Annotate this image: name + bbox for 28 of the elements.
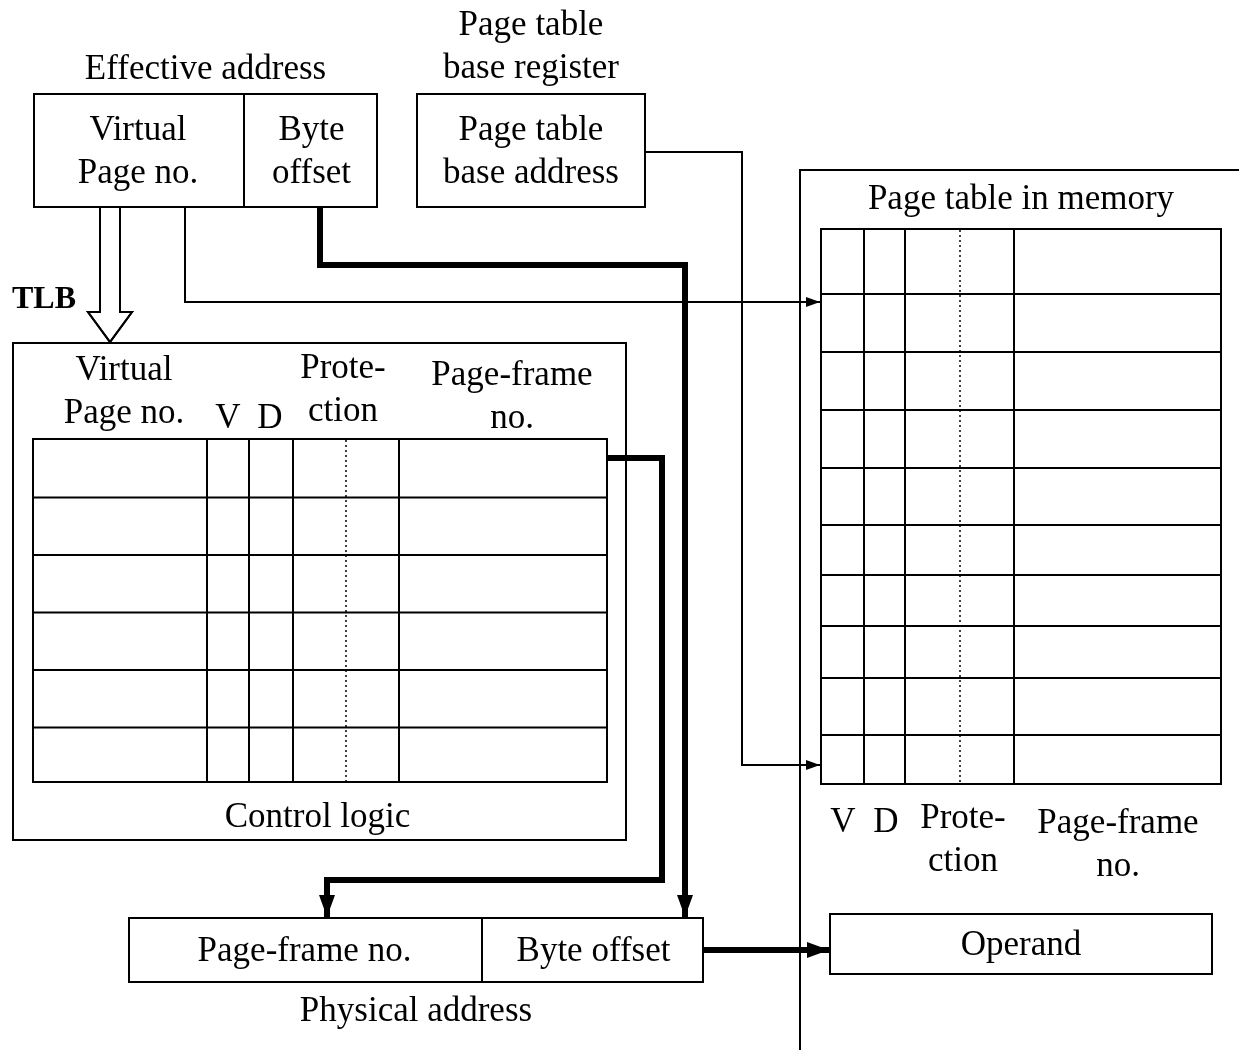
heading: Page table base register [442,3,620,88]
box-label: Control logic [224,794,411,837]
heading: Effective address [84,46,327,89]
heading: TLB [12,278,77,318]
column-header: Virtual Page no. [62,348,186,433]
operand-box [829,913,1213,975]
thick-arrow [704,942,829,958]
field-label: Operand [960,922,1082,965]
thick-arrow [317,208,693,917]
column-header: Prote- ction [919,796,1007,881]
arrow [184,207,821,307]
column-header: D [872,800,900,842]
column-header: Page-frame no. [430,353,594,438]
arrow [645,151,821,770]
column-header: V [829,800,857,842]
field-label: Byte offset [516,928,671,971]
heading: Page table in memory [867,176,1175,219]
box-label: Page table base address [442,107,620,193]
field-label: Page-frame no. [197,928,412,971]
column-header: D [256,396,284,438]
tlb-table [32,438,608,783]
field-label: Byte offset [270,107,353,193]
thick-arrow [319,455,665,917]
field-label: Virtual Page no. [76,107,200,193]
column-header: Page-frame no. [1036,801,1200,886]
heading: Physical address [299,988,533,1031]
column-header: Prote- ction [299,346,387,431]
column-header: V [214,396,242,438]
